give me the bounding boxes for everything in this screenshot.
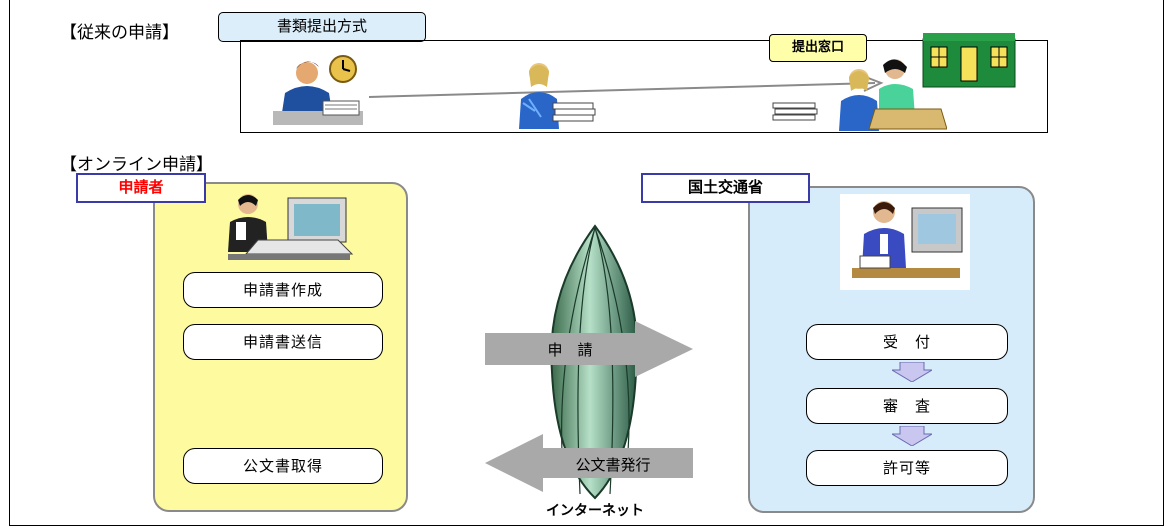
create-application-step: 申請書作成: [183, 272, 383, 308]
person-at-desk-icon: [273, 55, 363, 125]
step-arrow-2: [892, 426, 932, 446]
obtain-official-document-step: 公文書取得: [183, 448, 383, 484]
diagram-frame: [9, 0, 1164, 526]
applicant-label: 申請者: [76, 173, 206, 203]
traditional-panel: 提出窓口: [240, 33, 1048, 133]
reception-step: 受 付: [806, 324, 1008, 360]
document-issue-arrow-label: 公文書発行: [575, 456, 651, 474]
approval-step: 許可等: [806, 450, 1008, 486]
document-issue-arrow: [485, 434, 693, 492]
ministry-clerk-computer-icon: [840, 194, 970, 290]
internet-label: インターネット: [546, 503, 644, 519]
traditional-heading: 【従来の申請】: [60, 23, 179, 43]
computer-user-icon: [228, 194, 354, 260]
paper-submission-tab: 書類提出方式: [218, 12, 426, 42]
application-arrow: [485, 321, 693, 377]
online-heading: 【オンライン申請】: [60, 155, 213, 175]
clerk-icon: [772, 59, 947, 131]
step-arrow-1: [892, 362, 932, 382]
courier-with-papers-icon: [519, 63, 596, 129]
submission-window-badge: 提出窓口: [769, 34, 867, 62]
application-arrow-label: 申 請: [547, 341, 593, 359]
submission-flow-arrow: [369, 75, 884, 98]
send-application-step: 申請書送信: [183, 324, 383, 360]
ministry-label: 国土交通省: [641, 173, 810, 203]
review-step: 審 査: [806, 388, 1008, 424]
building-icon: [922, 33, 1016, 88]
